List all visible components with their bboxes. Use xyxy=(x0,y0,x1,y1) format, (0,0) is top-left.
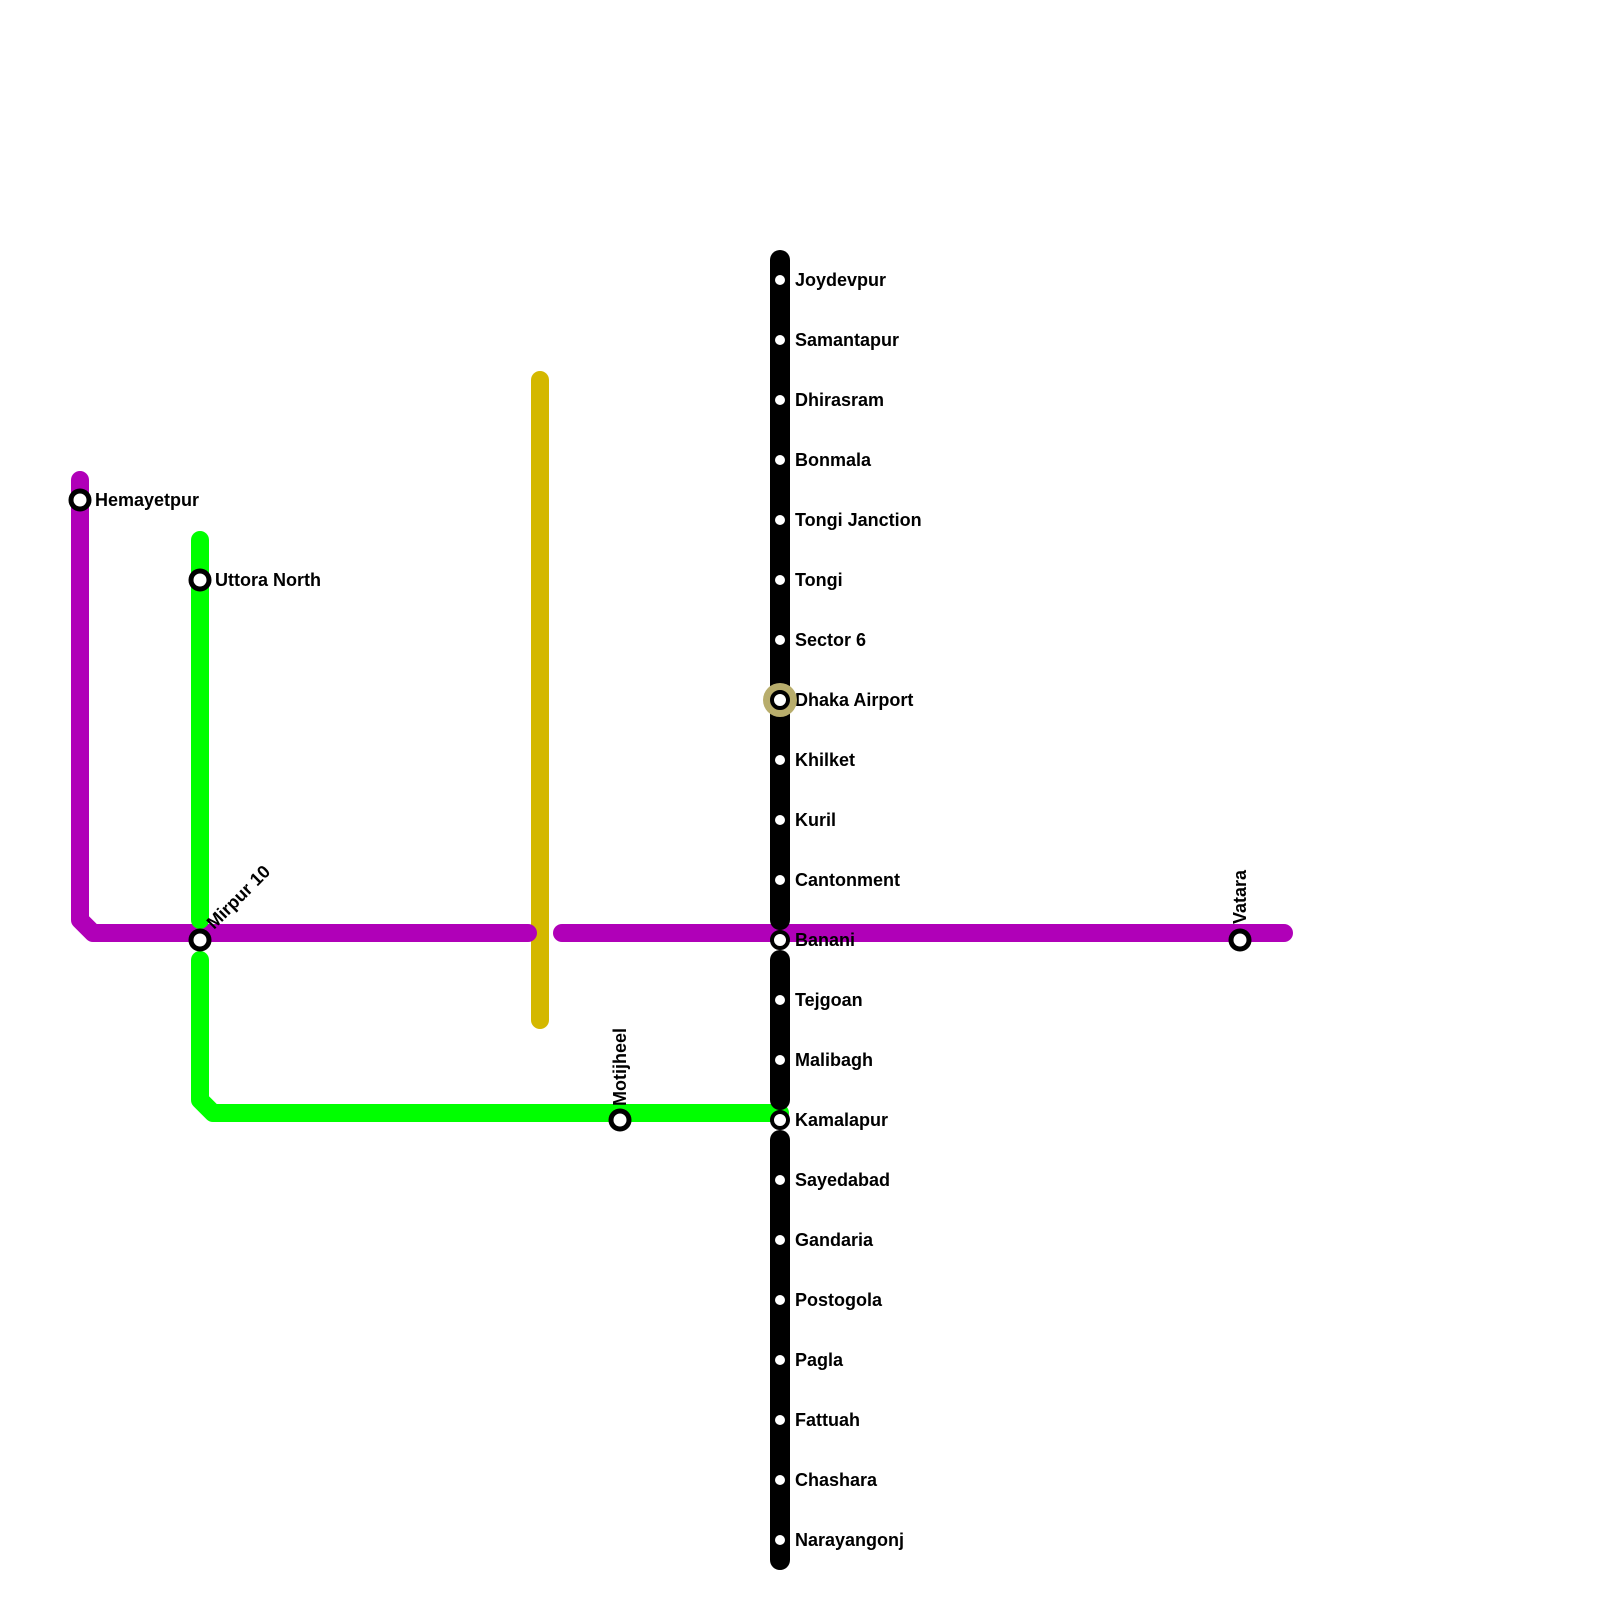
station-label-mirpur-10[interactable]: Mirpur 10 xyxy=(203,861,274,932)
station-marker-tongi[interactable] xyxy=(775,575,785,585)
station-marker-khilket[interactable] xyxy=(775,755,785,765)
station-marker-pagla[interactable] xyxy=(775,1355,785,1365)
black-line-stations: JoydevpurSamantapurDhirasramBonmalaTongi… xyxy=(770,270,922,1550)
station-label-tejgoan[interactable]: Tejgoan xyxy=(795,990,863,1010)
station-label-kuril[interactable]: Kuril xyxy=(795,810,836,830)
station-label-kamalapur[interactable]: Kamalapur xyxy=(795,1110,888,1130)
station-label-pagla[interactable]: Pagla xyxy=(795,1350,844,1370)
station-marker-postogola[interactable] xyxy=(775,1295,785,1305)
station-marker-uttora-north[interactable] xyxy=(188,568,212,592)
purple-line-west-segment xyxy=(71,471,537,942)
station-label-vatara[interactable]: Vatara xyxy=(1230,869,1250,924)
station-label-dhaka-airport[interactable]: Dhaka Airport xyxy=(795,690,913,710)
station-marker-kamalapur[interactable] xyxy=(770,1110,790,1130)
station-marker-narayangonj[interactable] xyxy=(775,1535,785,1545)
station-marker-motijheel[interactable] xyxy=(608,1108,632,1132)
station-marker-kuril[interactable] xyxy=(775,815,785,825)
station-marker-hemayetpur[interactable] xyxy=(68,488,92,512)
station-label-joydevpur[interactable]: Joydevpur xyxy=(795,270,886,290)
station-marker-fattuah[interactable] xyxy=(775,1415,785,1425)
station-label-fattuah[interactable]: Fattuah xyxy=(795,1410,860,1430)
station-label-gandaria[interactable]: Gandaria xyxy=(795,1230,874,1250)
station-marker-cantonment[interactable] xyxy=(775,875,785,885)
station-label-cantonment[interactable]: Cantonment xyxy=(795,870,900,890)
station-marker-dhaka-airport[interactable] xyxy=(770,690,790,710)
station-marker-sector-6[interactable] xyxy=(775,635,785,645)
station-marker-bonmala[interactable] xyxy=(775,455,785,465)
station-label-banani[interactable]: Banani xyxy=(795,930,855,950)
station-marker-tongi-janction[interactable] xyxy=(775,515,785,525)
station-label-hemayetpur[interactable]: Hemayetpur xyxy=(95,490,199,510)
station-marker-samantapur[interactable] xyxy=(775,335,785,345)
station-label-motijheel[interactable]: Motijheel xyxy=(610,1028,630,1106)
station-label-dhirasram[interactable]: Dhirasram xyxy=(795,390,884,410)
station-label-samantapur[interactable]: Samantapur xyxy=(795,330,899,350)
station-label-chashara[interactable]: Chashara xyxy=(795,1470,878,1490)
station-label-malibagh[interactable]: Malibagh xyxy=(795,1050,873,1070)
station-marker-tejgoan[interactable] xyxy=(775,995,785,1005)
station-label-bonmala[interactable]: Bonmala xyxy=(795,450,872,470)
station-marker-sayedabad[interactable] xyxy=(775,1175,785,1185)
green-line-south-segment xyxy=(191,951,789,1122)
station-label-postogola[interactable]: Postogola xyxy=(795,1290,883,1310)
station-marker-mirpur-10[interactable] xyxy=(188,928,212,952)
station-marker-malibagh[interactable] xyxy=(775,1055,785,1065)
station-label-narayangonj[interactable]: Narayangonj xyxy=(795,1530,904,1550)
station-label-tongi[interactable]: Tongi xyxy=(795,570,843,590)
station-label-khilket[interactable]: Khilket xyxy=(795,750,855,770)
station-label-tongi-janction[interactable]: Tongi Janction xyxy=(795,510,922,530)
station-marker-dhirasram[interactable] xyxy=(775,395,785,405)
station-marker-chashara[interactable] xyxy=(775,1475,785,1485)
station-marker-joydevpur[interactable] xyxy=(775,275,785,285)
station-label-sector-6[interactable]: Sector 6 xyxy=(795,630,866,650)
station-marker-gandaria[interactable] xyxy=(775,1235,785,1245)
station-marker-banani[interactable] xyxy=(770,930,790,950)
station-marker-vatara[interactable] xyxy=(1228,928,1252,952)
station-label-sayedabad[interactable]: Sayedabad xyxy=(795,1170,890,1190)
station-label-uttora-north[interactable]: Uttora North xyxy=(215,570,321,590)
